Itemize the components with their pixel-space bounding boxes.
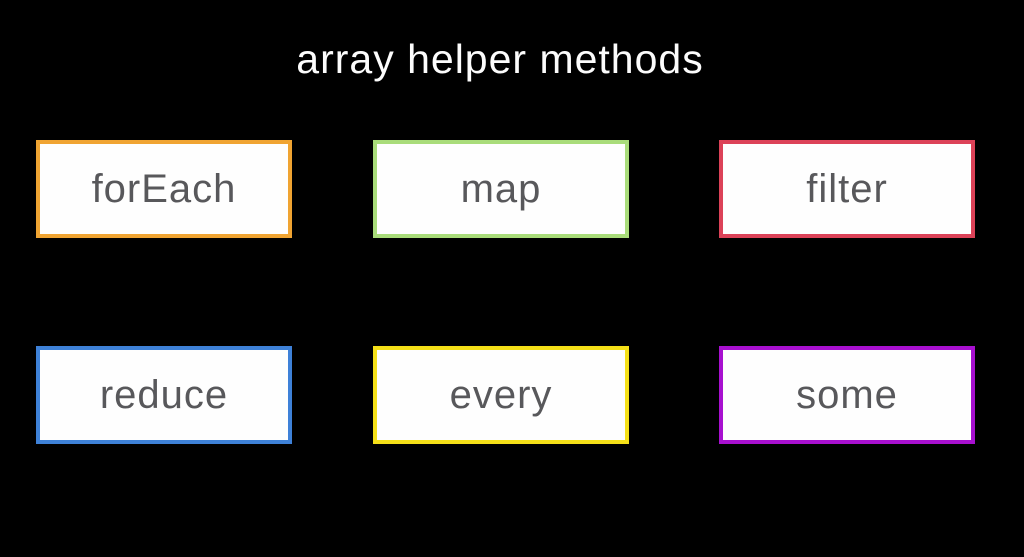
method-label-foreach: forEach <box>91 166 237 211</box>
method-label-reduce: reduce <box>99 372 229 417</box>
method-label-every: every <box>449 372 553 417</box>
method-label-map: map <box>460 166 542 211</box>
method-label-filter: filter <box>806 166 888 211</box>
method-box-reduce: reduce <box>36 346 292 444</box>
method-label-some: some <box>796 372 898 417</box>
method-box-foreach: forEach <box>36 140 292 238</box>
method-box-some: some <box>719 346 975 444</box>
method-box-every: every <box>373 346 629 444</box>
page-title: array helper methods <box>296 36 704 82</box>
method-box-map: map <box>373 140 629 238</box>
method-box-filter: filter <box>719 140 975 238</box>
